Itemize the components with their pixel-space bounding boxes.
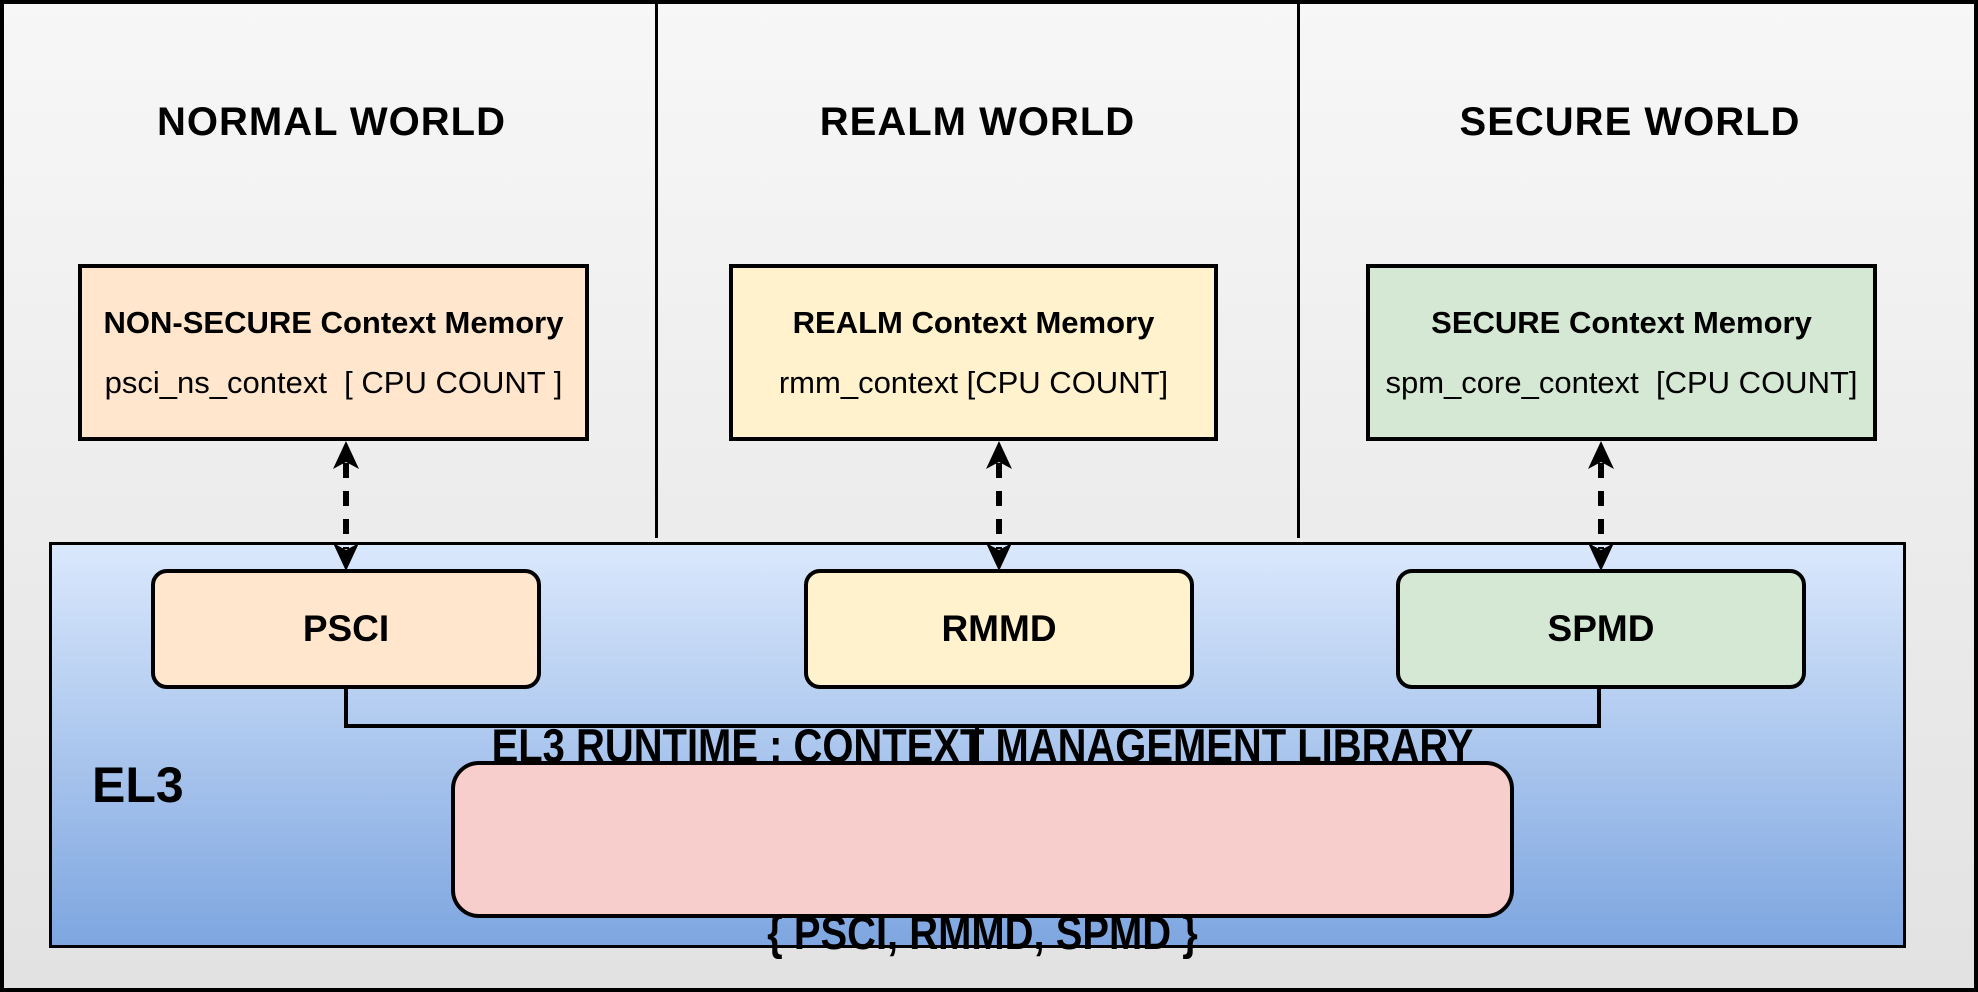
el3-runtime-title: EL3 RUNTIME : CONTEXT MANAGEMENT LIBRARY [491, 719, 1474, 773]
rmmd-box: RMMD [804, 569, 1194, 689]
normal-world-title: NORMAL WORLD [157, 100, 506, 144]
psci-box: PSCI [151, 569, 541, 689]
secure-context-memory-box: SECURE Context Memory spm_core_context [… [1366, 264, 1877, 441]
connector-runtime-drop [975, 724, 979, 764]
connector-bus-horizontal [344, 724, 1601, 728]
panel-divider-realm-secure [1297, 4, 1300, 538]
connector-spmd-down [1597, 687, 1601, 728]
el3-label: EL3 [92, 757, 184, 813]
memory-box-detail: spm_core_context [CPU COUNT] [1385, 364, 1858, 400]
el3-runtime-library-box: EL3 RUNTIME : CONTEXT MANAGEMENT LIBRARY… [451, 719, 1514, 959]
el3-runtime-library-text: EL3 RUNTIME : CONTEXT MANAGEMENT LIBRARY… [491, 591, 1474, 988]
realm-context-memory-box: REALM Context Memory rmm_context [CPU CO… [729, 264, 1218, 441]
dashed-arrow-nonsecure-psci-icon [333, 441, 359, 571]
spmd-box: SPMD [1396, 569, 1806, 689]
memory-box-title: REALM Context Memory [792, 304, 1155, 340]
connector-psci-down [344, 687, 348, 728]
realm-world-title: REALM WORLD [819, 100, 1136, 144]
el3-runtime-subtitle: { PSCI, RMMD, SPMD } [767, 905, 1198, 959]
panel-divider-normal-realm [655, 4, 658, 538]
memory-box-detail: psci_ns_context [ CPU COUNT ] [104, 364, 563, 400]
dashed-arrow-realm-rmmd-icon [986, 441, 1012, 571]
memory-box-detail: rmm_context [CPU COUNT] [778, 364, 1169, 400]
memory-box-title: NON-SECURE Context Memory [103, 304, 564, 340]
secure-world-title: SECURE WORLD [1459, 100, 1801, 144]
dashed-arrow-secure-spmd-icon [1588, 441, 1614, 571]
non-secure-context-memory-box: NON-SECURE Context Memory psci_ns_contex… [78, 264, 589, 441]
memory-box-title: SECURE Context Memory [1431, 304, 1812, 340]
